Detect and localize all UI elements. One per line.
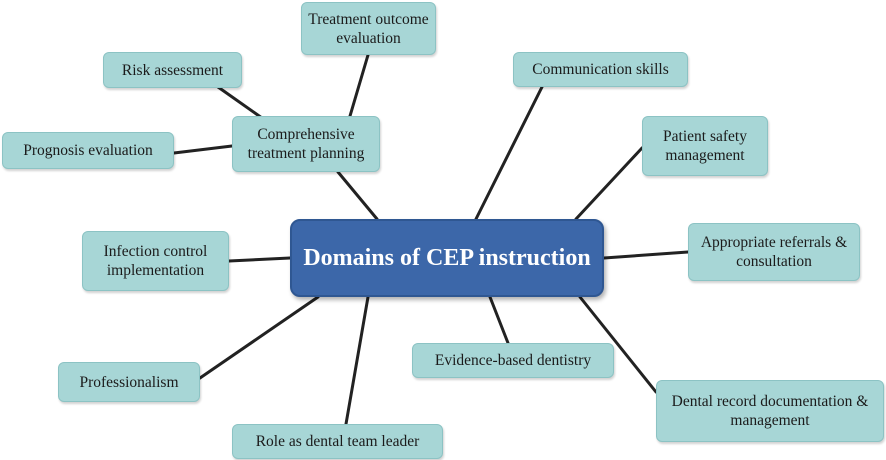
connector-evidence: [488, 295, 510, 345]
connector-treatment-outcome: [348, 53, 370, 118]
connector-team-leader: [344, 295, 370, 426]
node-comprehensive-treatment-planning: Comprehensive treatment planning: [232, 116, 380, 172]
node-communication-skills: Communication skills: [513, 52, 688, 87]
node-evidence-based-dentistry: Evidence-based dentistry: [412, 343, 614, 378]
node-infection-control-implementation: Infection control implementation: [82, 231, 229, 291]
node-risk-assessment: Risk assessment: [103, 52, 242, 88]
connector-professionalism: [198, 295, 320, 380]
center-node-domains: Domains of CEP instruction: [290, 219, 604, 297]
connector-risk-assessment: [216, 85, 264, 120]
node-patient-safety-management: Patient safety management: [642, 116, 768, 176]
connector-referrals: [602, 250, 690, 260]
node-dental-record-documentation: Dental record documentation & management: [656, 380, 884, 442]
connector-patient-safety: [574, 146, 644, 221]
connector-prognosis: [172, 144, 234, 155]
connector-communication: [474, 85, 544, 221]
node-appropriate-referrals: Appropriate referrals & consultation: [688, 223, 860, 281]
node-role-as-dental-team-leader: Role as dental team leader: [232, 424, 443, 459]
node-treatment-outcome-evaluation: Treatment outcome evaluation: [301, 2, 436, 55]
connector-infection: [227, 256, 292, 263]
node-prognosis-evaluation: Prognosis evaluation: [2, 132, 174, 169]
connector-comprehensive: [336, 170, 379, 221]
node-professionalism: Professionalism: [58, 362, 200, 402]
connector-dental-record: [578, 295, 658, 394]
